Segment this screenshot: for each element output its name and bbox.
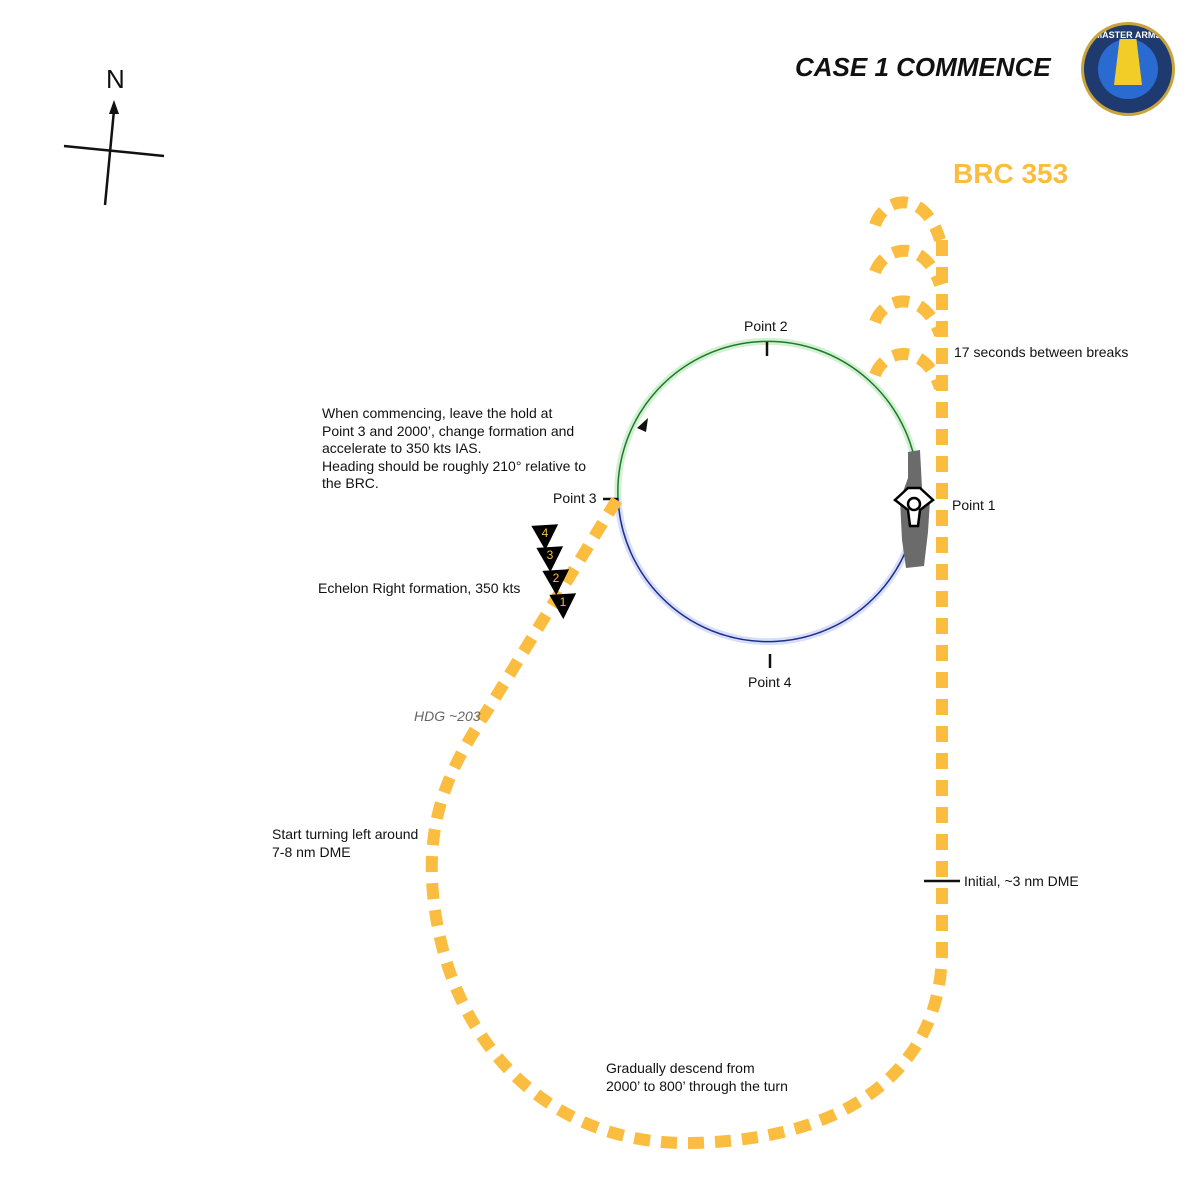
formation-label: Echelon Right formation, 350 kts — [318, 580, 521, 596]
master-arms-logo: MASTER ARMS — [1081, 22, 1175, 116]
aircraft-number: 1 — [560, 595, 567, 609]
point3-label: Point 3 — [553, 490, 597, 506]
aircraft-number: 4 — [542, 526, 549, 540]
aircraft-icon — [536, 546, 564, 573]
break-loop — [869, 244, 946, 288]
hold-pattern-lower — [617, 484, 919, 643]
compass-icon — [63, 100, 165, 206]
aircraft-1: 1 — [549, 593, 577, 620]
formation-aircraft: 12 3 4 — [531, 524, 577, 620]
hold-upper-glow — [614, 337, 922, 499]
break-loop — [869, 348, 946, 391]
brc-label: BRC 353 — [953, 158, 1069, 189]
aircraft-icon — [542, 569, 570, 596]
break-loop — [869, 295, 946, 338]
aircraft-3: 3 — [536, 546, 564, 573]
aircraft-icon — [549, 593, 577, 620]
hold-pattern-upper — [617, 340, 919, 499]
page-title: CASE 1 COMMENCE — [795, 52, 1051, 82]
point1-label: Point 1 — [952, 497, 996, 513]
hold-lower-glow — [614, 484, 922, 646]
pattern-path — [425, 196, 948, 1150]
aircraft-2: 2 — [542, 569, 570, 596]
break-loop — [869, 196, 946, 242]
direction-arrow-icon — [637, 418, 648, 432]
aircraft-number: 3 — [547, 548, 554, 562]
aircraft-icon — [531, 524, 559, 551]
heading-label: HDG ~203 — [414, 708, 481, 724]
breaks-label: 17 seconds between breaks — [954, 344, 1129, 360]
aircraft-number: 2 — [553, 571, 560, 585]
point4-label: Point 4 — [748, 674, 792, 690]
initial-label: Initial, ~3 nm DME — [964, 873, 1079, 889]
compass-north-label: N — [106, 64, 125, 94]
point2-label: Point 2 — [744, 318, 788, 334]
aircraft-4: 4 — [531, 524, 559, 551]
carrier-icon — [893, 450, 935, 568]
